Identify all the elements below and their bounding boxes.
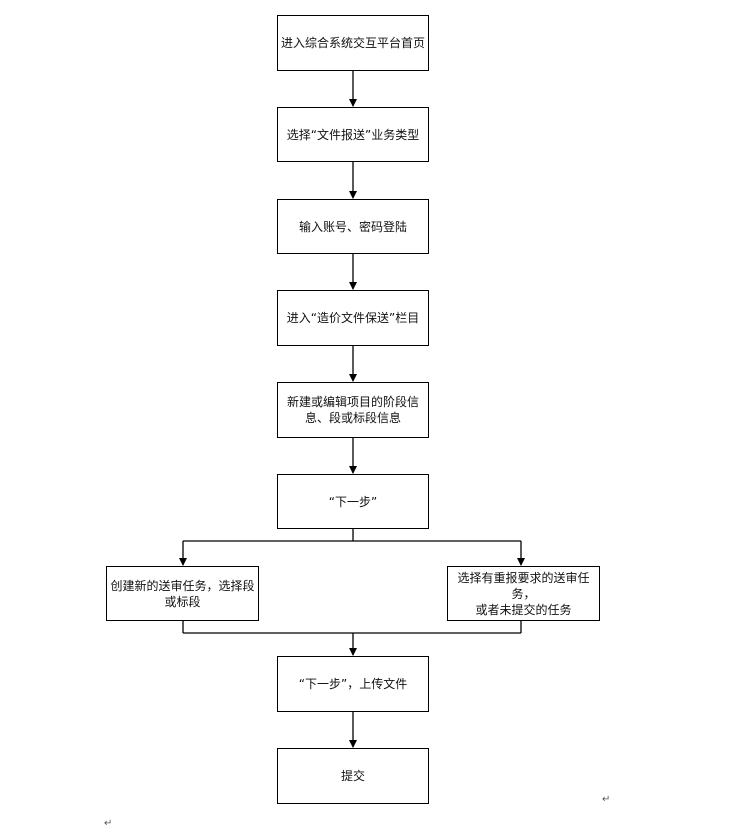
- step-submit: 提交: [277, 748, 429, 804]
- paragraph-mark: ↵: [602, 794, 611, 805]
- step-enter-column: 进入“造价文件保送”栏目: [277, 290, 429, 346]
- step-next: “下一步”: [277, 474, 429, 529]
- paragraph-mark: ↵: [104, 818, 113, 828]
- step-edit-project-info: 新建或编辑项目的阶段信息、段或标段信息: [277, 382, 429, 438]
- branch-new-task: 创建新的送审任务，选择段或标段: [106, 566, 259, 621]
- step-select-business-type: 选择“文件报送”业务类型: [277, 107, 429, 162]
- step-next-upload: “下一步”，上传文件: [277, 656, 429, 712]
- branch-existing-task: 选择有重报要求的送审任务， 或者未提交的任务: [447, 566, 600, 621]
- step-enter-platform: 进入综合系统交互平台首页: [277, 15, 429, 71]
- step-login: 输入账号、密码登陆: [277, 199, 429, 254]
